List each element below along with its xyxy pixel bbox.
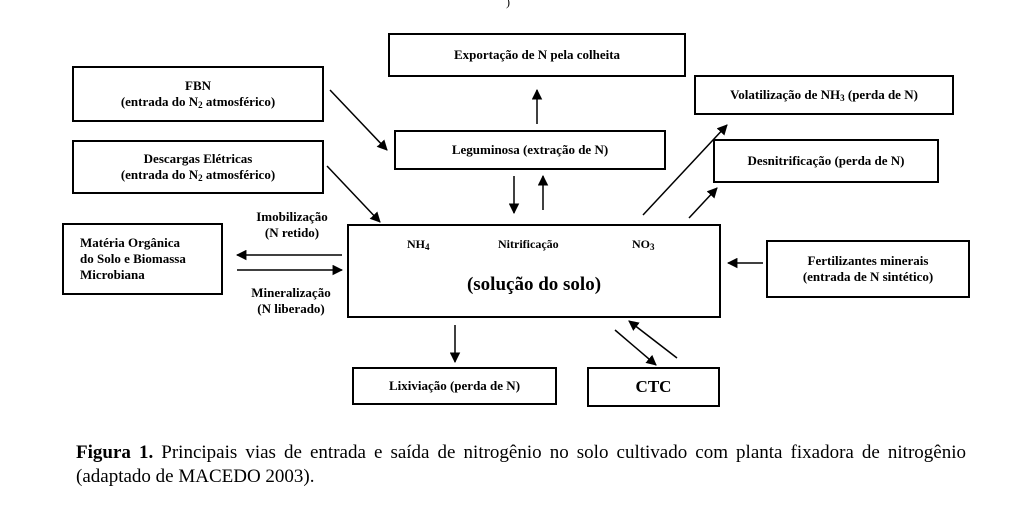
box-materia-line2: do Solo e Biomassa <box>80 251 186 266</box>
arrow-ctc-to-solucao <box>628 320 678 359</box>
label-mineralizacao: Mineralização (N liberado) <box>251 285 331 316</box>
box-materia-organica: Matéria Orgânica do Solo e Biomassa Micr… <box>62 223 223 295</box>
box-materia-line1: Matéria Orgânica <box>80 235 180 250</box>
box-ctc-label: CTC <box>635 377 672 396</box>
box-leguminosa: Leguminosa (extração de N) <box>394 130 666 170</box>
box-volatilizacao-label: Volatilização de NH3 (perda de N) <box>730 87 918 103</box>
arrow-solucao-to-ctc <box>614 329 657 366</box>
box-desnitrificacao-label: Desnitrificação (perda de N) <box>747 153 905 168</box>
label-imobilizacao: Imobilização (N retido) <box>256 209 328 240</box>
box-desnitrificacao: Desnitrificação (perda de N) <box>713 139 939 183</box>
box-descargas-line2: (entrada do N2 atmosférico) <box>120 167 276 183</box>
box-descargas: Descargas Elétricas (entrada do N2 atmos… <box>72 140 324 194</box>
no3-label: NO3 <box>632 237 655 252</box>
arrow-descargas-to-solucao <box>326 165 381 223</box>
box-volatilizacao: Volatilização de NH3 (perda de N) <box>694 75 954 115</box>
box-fertilizantes: Fertilizantes minerais (entrada de N sin… <box>766 240 970 298</box>
box-exportacao-label: Exportação de N pela colheita <box>453 47 621 62</box>
nh4-label: NH4 <box>407 237 430 252</box>
box-solucao-do-solo: NH4 Nitrificação NO3 (solução do solo) <box>347 224 721 318</box>
box-fbn: FBN (entrada do N2 atmosférico) <box>72 66 324 122</box>
nitrificacao-label: Nitrificação <box>498 237 559 251</box>
box-fertilizantes-line2: (entrada de N sintético) <box>802 269 934 284</box>
box-lixiviacao-label: Lixiviação (perda de N) <box>388 378 521 393</box>
box-exportacao: Exportação de N pela colheita <box>388 33 686 77</box>
box-fertilizantes-line1: Fertilizantes minerais <box>807 253 929 268</box>
box-ctc: CTC <box>587 367 720 407</box>
arrow-fbn-to-leguminosa <box>329 89 388 151</box>
caption-figure-number: Figura 1. <box>76 442 154 463</box>
figure-caption: Figura 1. Principais vias de entrada e s… <box>76 441 966 489</box>
top-mark: ) <box>506 0 510 9</box>
box-materia-line3: Microbiana <box>80 267 145 282</box>
nitrification-row: NH4 Nitrificação NO3 <box>349 236 719 252</box>
solucao-title: (solução do solo) <box>466 274 602 295</box>
caption-text: Principais vias de entrada e saída de ni… <box>76 442 966 487</box>
box-lixiviacao: Lixiviação (perda de N) <box>352 367 557 405</box>
box-fbn-line2: (entrada do N2 atmosférico) <box>120 94 276 110</box>
box-descargas-line1: Descargas Elétricas <box>143 151 253 166</box>
box-fbn-line1: FBN <box>185 78 211 93</box>
box-leguminosa-label: Leguminosa (extração de N) <box>451 142 609 157</box>
arrow-solucao-to-desnitrificacao <box>688 187 718 219</box>
